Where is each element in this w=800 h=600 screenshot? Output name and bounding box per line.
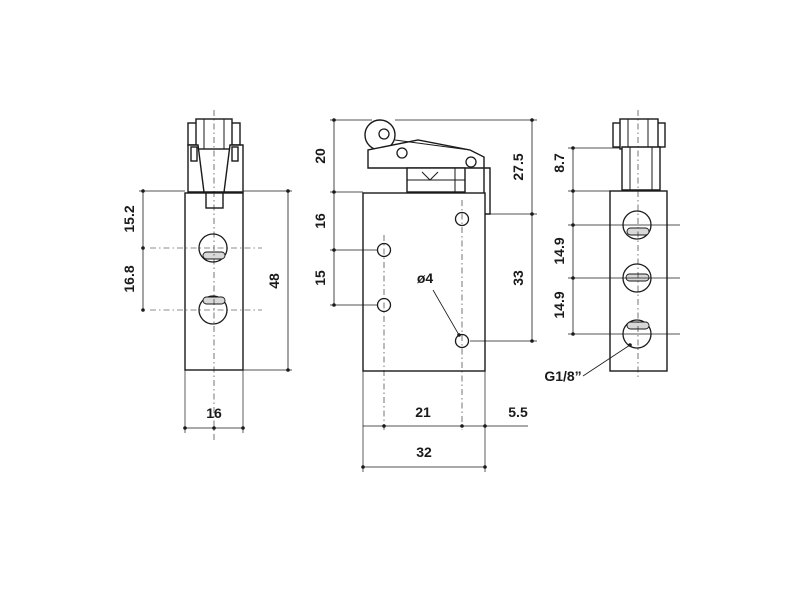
dim-left-15-2: 15.2	[121, 205, 137, 232]
dim-front-15: 15	[312, 270, 328, 286]
left-side-view: 15.2 16.8 48 16	[121, 110, 292, 440]
dim-front-32: 32	[416, 444, 432, 460]
dim-left-48: 48	[266, 273, 282, 289]
front-view: 20 16 15 27.5 33 ø4 21 5.5 32	[312, 118, 537, 472]
right-roller	[619, 118, 659, 150]
dim-front-20: 20	[312, 148, 328, 164]
thread-callout: G1/8”	[544, 368, 581, 384]
right-plunger	[621, 146, 661, 191]
dim-front-diameter: ø4	[417, 270, 434, 286]
dim-front-27-5: 27.5	[510, 153, 526, 180]
dim-front-21: 21	[415, 404, 431, 420]
dim-right-14-9-lower: 14.9	[551, 291, 567, 318]
dim-left-16: 16	[206, 405, 222, 421]
dim-right-14-9-upper: 14.9	[551, 237, 567, 264]
left-lever-fork	[187, 144, 244, 209]
dim-front-16: 16	[312, 213, 328, 229]
dim-front-5-5: 5.5	[508, 404, 528, 420]
dim-left-16-8: 16.8	[121, 265, 137, 292]
right-side-view: 8.7 14.9 14.9 G1/8”	[544, 110, 680, 384]
dim-right-8-7: 8.7	[551, 153, 567, 173]
dim-front-33: 33	[510, 270, 526, 286]
